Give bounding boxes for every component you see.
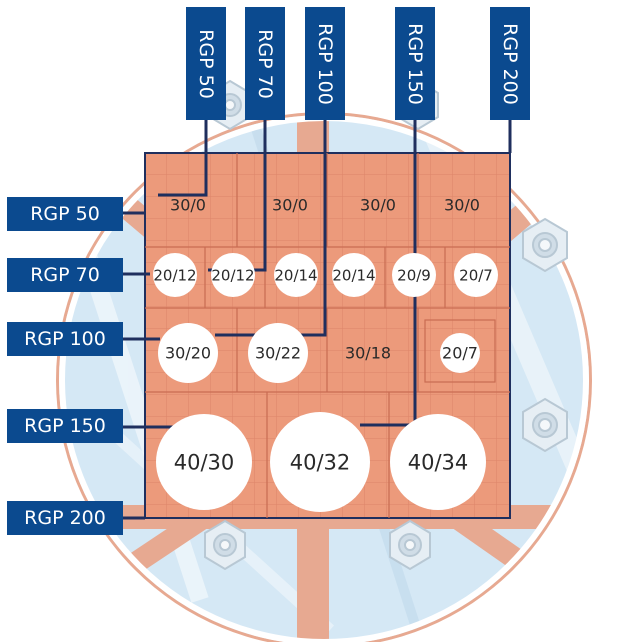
- opening-circle: [211, 253, 255, 297]
- opening-label: 20/12: [153, 266, 196, 284]
- opening-circle: [153, 253, 197, 297]
- opening-label: 20/12: [211, 266, 254, 284]
- opening-label: 30/18: [345, 344, 391, 363]
- top-label-rgp70: RGP 70: [245, 7, 285, 120]
- opening-label: 30/22: [255, 344, 301, 363]
- opening-label: 20/14: [332, 266, 375, 284]
- left-label-rgp100: RGP 100: [7, 322, 123, 356]
- top-label-rgp200: RGP 200: [490, 7, 530, 120]
- opening-label: 30/0: [444, 196, 480, 215]
- left-label-rgp200: RGP 200: [7, 501, 123, 535]
- left-label-rgp50: RGP 50: [7, 197, 123, 231]
- opening-circle: [158, 323, 218, 383]
- opening-label: 20/9: [397, 266, 431, 284]
- opening-label: 20/7: [442, 344, 478, 363]
- left-label-rgp150: RGP 150: [7, 409, 123, 443]
- leader-top-rgp50: [158, 120, 208, 197]
- sealing-openings: 30/0 30/0 30/0 30/0 20/12 20/12 20/14 20/14 20/9…: [153, 196, 498, 512]
- opening-label: 20/7: [459, 266, 493, 284]
- opening-label: 30/0: [272, 196, 308, 215]
- opening-label: 40/34: [408, 450, 469, 474]
- opening-label: 30/20: [165, 344, 211, 363]
- opening-label: 40/32: [290, 450, 351, 474]
- top-label-rgp150: RGP 150: [395, 7, 435, 120]
- nut-icon: [522, 397, 568, 453]
- nut-icon: [522, 217, 568, 273]
- nut-icon: [389, 519, 431, 571]
- nut-icon: [204, 519, 246, 571]
- opening-circle: [274, 253, 318, 297]
- opening-label: 40/30: [174, 450, 235, 474]
- opening-circle: [440, 333, 480, 373]
- opening-circle: [392, 253, 436, 297]
- opening-label: 20/14: [274, 266, 317, 284]
- opening-circle: [156, 414, 252, 510]
- opening-circle: [248, 323, 308, 383]
- top-label-rgp50: RGP 50: [186, 7, 226, 120]
- left-label-rgp70: RGP 70: [7, 258, 123, 292]
- opening-label: 30/0: [360, 196, 396, 215]
- leader-top-rgp100: [215, 120, 327, 337]
- opening-circle: [270, 412, 370, 512]
- opening-circle: [454, 253, 498, 297]
- top-label-rgp100: RGP 100: [305, 7, 345, 120]
- opening-label: 30/0: [170, 196, 206, 215]
- opening-circle: [390, 414, 486, 510]
- opening-circle: [332, 253, 376, 297]
